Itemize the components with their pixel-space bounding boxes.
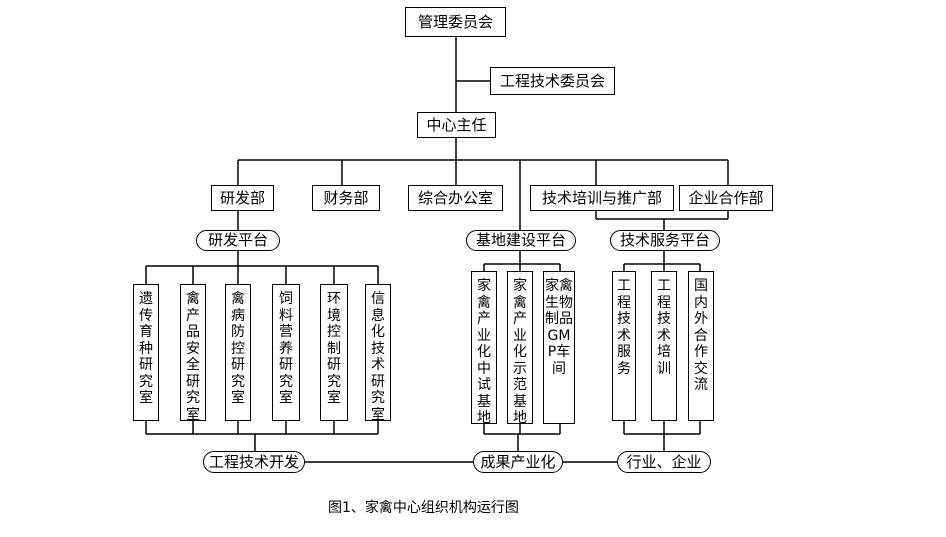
node-rd-dept: 研发部 xyxy=(211,185,274,211)
node-eng-service: 工程技术服务 xyxy=(612,271,636,421)
node-intl-coop: 国内外合作交流 xyxy=(688,271,714,421)
node-industrialization: 成果产业化 xyxy=(473,451,563,473)
node-gmp-workshop: 家禽生物制品GMP车间 xyxy=(543,271,575,424)
node-environment-control: 环境控制研究室 xyxy=(320,284,348,421)
node-tech-committee: 工程技术委员会 xyxy=(490,67,615,95)
node-training-dept: 技术培训与推广部 xyxy=(530,185,674,211)
node-pilot-base: 家禽产业化中试基地 xyxy=(471,271,497,426)
node-eng-dev: 工程技术开发 xyxy=(203,451,305,473)
node-rd-platform: 研发平台 xyxy=(196,230,280,251)
node-management-committee: 管理委员会 xyxy=(405,7,506,37)
node-info-tech: 信息化技术研究室 xyxy=(365,284,391,423)
node-demo-base: 家禽产业化示范基地 xyxy=(507,271,533,426)
node-eng-training: 工程技术培训 xyxy=(651,271,677,421)
node-genetic-breeding: 遗传育种研究室 xyxy=(133,284,159,421)
node-disease-control: 禽病防控研究室 xyxy=(225,284,251,421)
figure-caption: 图1、家禽中心组织机构运行图 xyxy=(328,500,519,516)
node-product-safety: 禽产品安全研究室 xyxy=(180,284,206,423)
node-enterprise-dept: 企业合作部 xyxy=(679,185,773,211)
node-general-office: 综合办公室 xyxy=(408,185,503,211)
node-service-platform: 技术服务平台 xyxy=(610,230,720,251)
node-base-platform: 基地建设平台 xyxy=(466,230,576,251)
node-finance-dept: 财务部 xyxy=(312,185,380,211)
node-industry-enterprise: 行业、企业 xyxy=(617,451,711,473)
node-director: 中心主任 xyxy=(417,112,496,138)
node-feed-nutrition: 饲料营养研究室 xyxy=(272,284,300,421)
